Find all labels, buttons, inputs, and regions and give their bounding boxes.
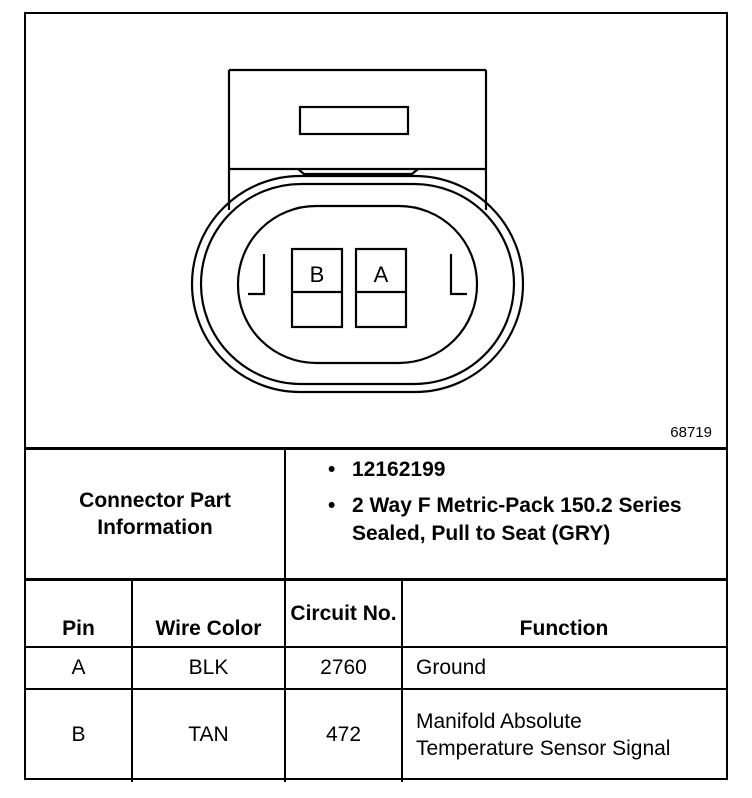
cavity-b-label: B: [310, 262, 325, 287]
cavity-a: [354, 247, 408, 329]
row-b-function: Manifold Absolute Temperature Sensor Sig…: [416, 710, 671, 760]
figure-number: 68719: [670, 424, 712, 441]
header-circuit-no: Circuit No.: [290, 601, 397, 625]
divider-info: [26, 578, 726, 581]
header-pin: Pin: [62, 617, 95, 640]
connector-outer-shell: [190, 174, 525, 394]
row-b-wire-color: TAN: [188, 723, 229, 746]
cavity-b: [290, 247, 344, 329]
divider-drawing: [26, 447, 726, 450]
divider-v-pin: [131, 578, 133, 782]
divider-v-circuit: [401, 578, 403, 782]
connector-latch-housing: [227, 68, 488, 210]
row-a-function: Ground: [416, 656, 487, 679]
row-a-wire-color: BLK: [188, 656, 229, 679]
connector-info-list: 12162199 2 Way F Metric-Pack 150.2 Serie…: [326, 456, 721, 556]
row-a-circuit: 2760: [320, 656, 367, 679]
cavity-a-label: A: [374, 262, 389, 287]
row-a-pin: A: [71, 656, 86, 679]
row-b-circuit: 472: [325, 723, 362, 746]
connector-info-label: Connector Part Information: [79, 489, 231, 539]
connector-face-drawing: B A: [190, 68, 525, 394]
connector-middle-shell: [199, 182, 516, 386]
divider-header: [26, 646, 726, 648]
connector-diagram-frame: B A 68719 Connector Part Information 121…: [24, 12, 728, 782]
connector-part-number: 12162199: [326, 456, 721, 484]
divider-row-a: [26, 688, 726, 690]
header-wire-color: Wire Color: [155, 617, 262, 640]
connector-description: 2 Way F Metric-Pack 150.2 Series Sealed,…: [326, 492, 721, 548]
header-function: Function: [519, 617, 609, 640]
divider-v-info: [284, 447, 286, 782]
connector-inner-shell: [236, 204, 479, 365]
row-b-pin: B: [71, 723, 86, 746]
